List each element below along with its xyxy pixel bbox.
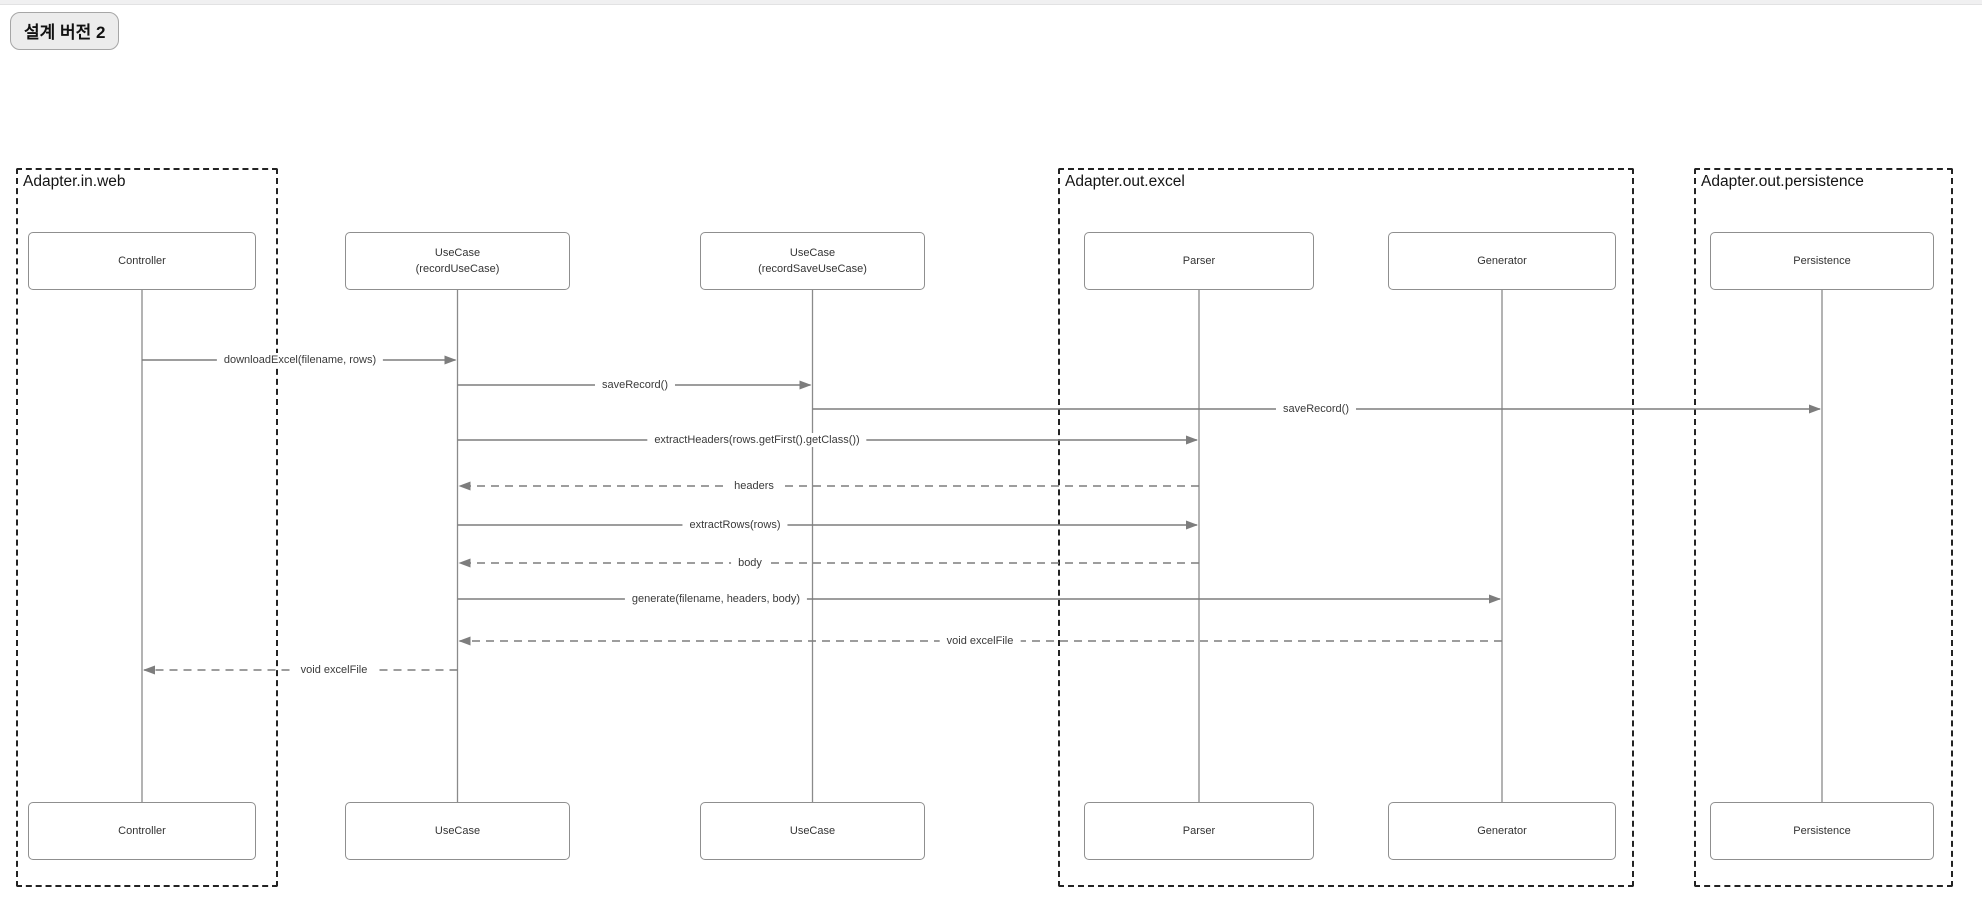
participant-bottom-controller: Controller xyxy=(28,802,256,860)
participant-top-persistence-obj: Persistence xyxy=(1710,232,1934,290)
participant-label-line: Parser xyxy=(1182,825,1216,837)
message-label-6: body xyxy=(731,556,769,570)
participant-label-line: Persistence xyxy=(1793,825,1851,837)
message-arrowhead-9 xyxy=(143,665,155,675)
participant-label-line: Persistence xyxy=(1793,255,1851,267)
participant-top-generator: Generator xyxy=(1388,232,1616,290)
group-label-web: Adapter.in.web xyxy=(23,173,126,190)
message-arrowhead-5 xyxy=(1186,520,1198,530)
participant-label-line: Parser xyxy=(1182,255,1216,267)
message-label-2: saveRecord() xyxy=(1275,402,1357,416)
participant-top-controller: Controller xyxy=(28,232,256,290)
message-arrowhead-0 xyxy=(444,355,457,365)
participant-bottom-usecase-record-save: UseCase xyxy=(700,802,925,860)
message-arrowhead-2 xyxy=(1809,404,1821,414)
message-label-3: extractHeaders(rows.getFirst().getClass(… xyxy=(647,433,867,447)
message-arrowhead-7 xyxy=(1489,594,1501,604)
message-label-4: headers xyxy=(727,479,781,493)
participant-label-line: Controller xyxy=(118,255,166,267)
participant-label-line: Generator xyxy=(1477,255,1527,267)
participant-bottom-usecase-record: UseCase xyxy=(345,802,570,860)
participant-label-line: (recordUseCase) xyxy=(415,263,500,275)
participant-label-line: UseCase xyxy=(434,247,481,259)
message-label-7: generate(filename, headers, body) xyxy=(624,592,808,606)
message-label-8: void excelFile xyxy=(939,634,1021,648)
message-label-1: saveRecord() xyxy=(594,378,676,392)
message-arrowhead-1 xyxy=(799,380,812,390)
participant-top-parser: Parser xyxy=(1084,232,1314,290)
group-web: Adapter.in.web xyxy=(16,168,278,887)
participant-label-line: UseCase xyxy=(789,825,836,837)
participant-label-line: (recordSaveUseCase) xyxy=(758,263,867,275)
participant-top-usecase-record: UseCase (recordUseCase) xyxy=(345,232,570,290)
participant-label-line: UseCase xyxy=(789,247,836,259)
participant-bottom-persistence-obj: Persistence xyxy=(1710,802,1934,860)
participant-bottom-parser: Parser xyxy=(1084,802,1314,860)
participant-label-line: Controller xyxy=(118,825,166,837)
participant-bottom-generator: Generator xyxy=(1388,802,1616,860)
message-label-0: downloadExcel(filename, rows) xyxy=(216,353,384,367)
group-label-excel: Adapter.out.excel xyxy=(1065,173,1185,190)
message-arrowhead-6 xyxy=(458,558,471,568)
design-version-badge[interactable]: 설계 버전 2 xyxy=(10,12,120,50)
message-arrowhead-8 xyxy=(458,636,471,646)
participant-label-line: UseCase xyxy=(434,825,481,837)
message-label-5: extractRows(rows) xyxy=(682,518,788,532)
group-persistence: Adapter.out.persistence xyxy=(1694,168,1953,887)
participant-top-usecase-record-save: UseCase (recordSaveUseCase) xyxy=(700,232,925,290)
group-label-persistence: Adapter.out.persistence xyxy=(1701,173,1864,190)
message-arrowhead-3 xyxy=(1186,435,1198,445)
top-edge-strip xyxy=(0,0,1982,5)
message-arrowhead-4 xyxy=(458,481,471,491)
message-label-9: void excelFile xyxy=(293,663,375,677)
participant-label-line: Generator xyxy=(1477,825,1527,837)
group-excel: Adapter.out.excel xyxy=(1058,168,1634,887)
